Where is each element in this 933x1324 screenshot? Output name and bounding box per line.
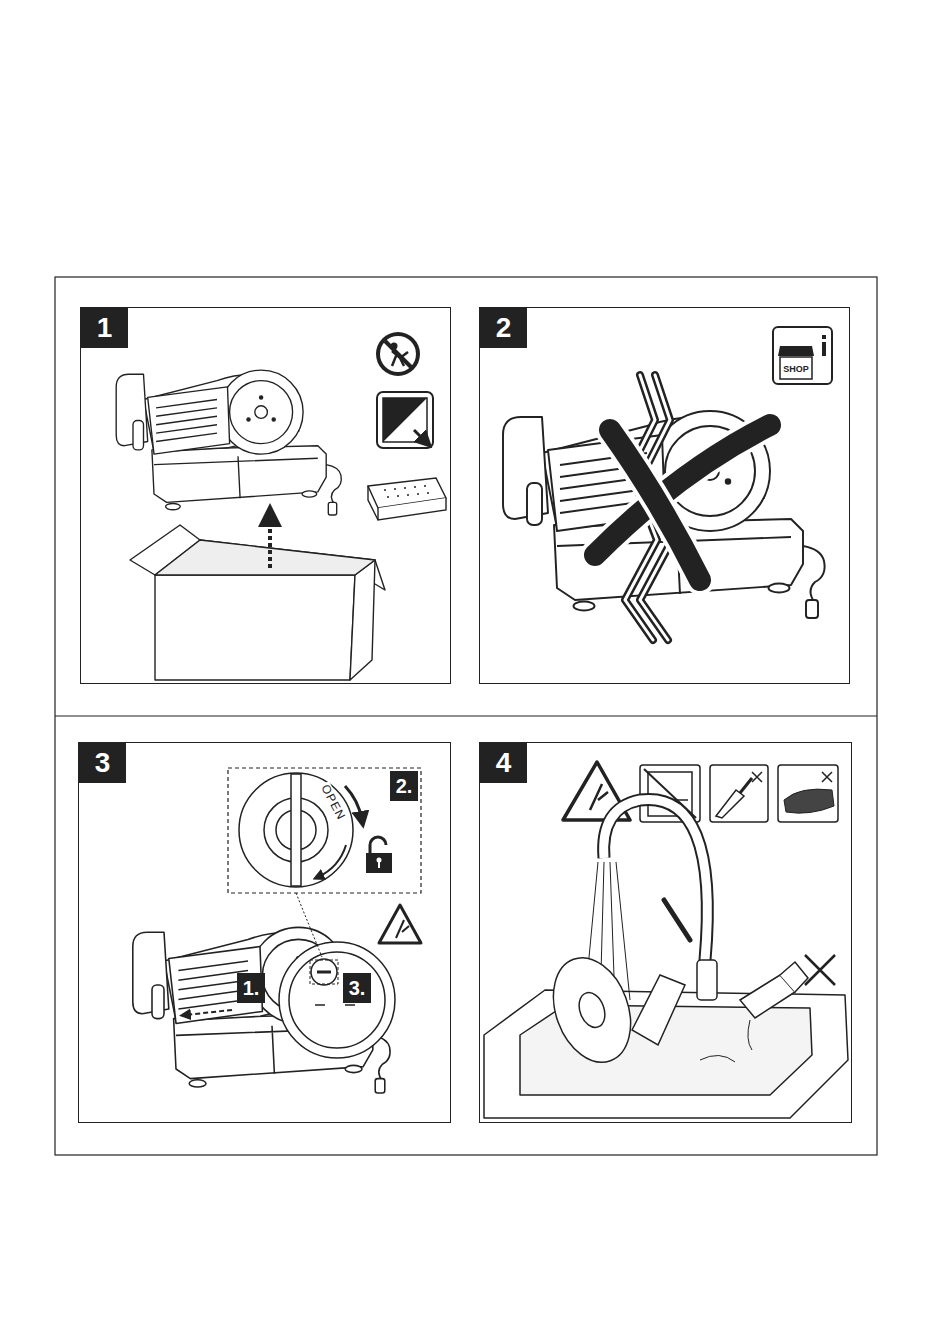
step-number: 2	[480, 308, 527, 348]
step-number: 1	[81, 308, 128, 348]
shop-icon-text: SHOP	[781, 364, 811, 375]
callout-number: 3.	[343, 973, 372, 1003]
step-panel: 1	[80, 307, 451, 684]
step-panel: 4	[479, 742, 852, 1123]
step-number: 3	[79, 743, 126, 783]
dial-text: OPEN	[317, 780, 348, 823]
callout-number: 2.	[390, 771, 419, 801]
callout-number: 1.	[237, 973, 266, 1003]
step-number: 4	[480, 743, 527, 783]
